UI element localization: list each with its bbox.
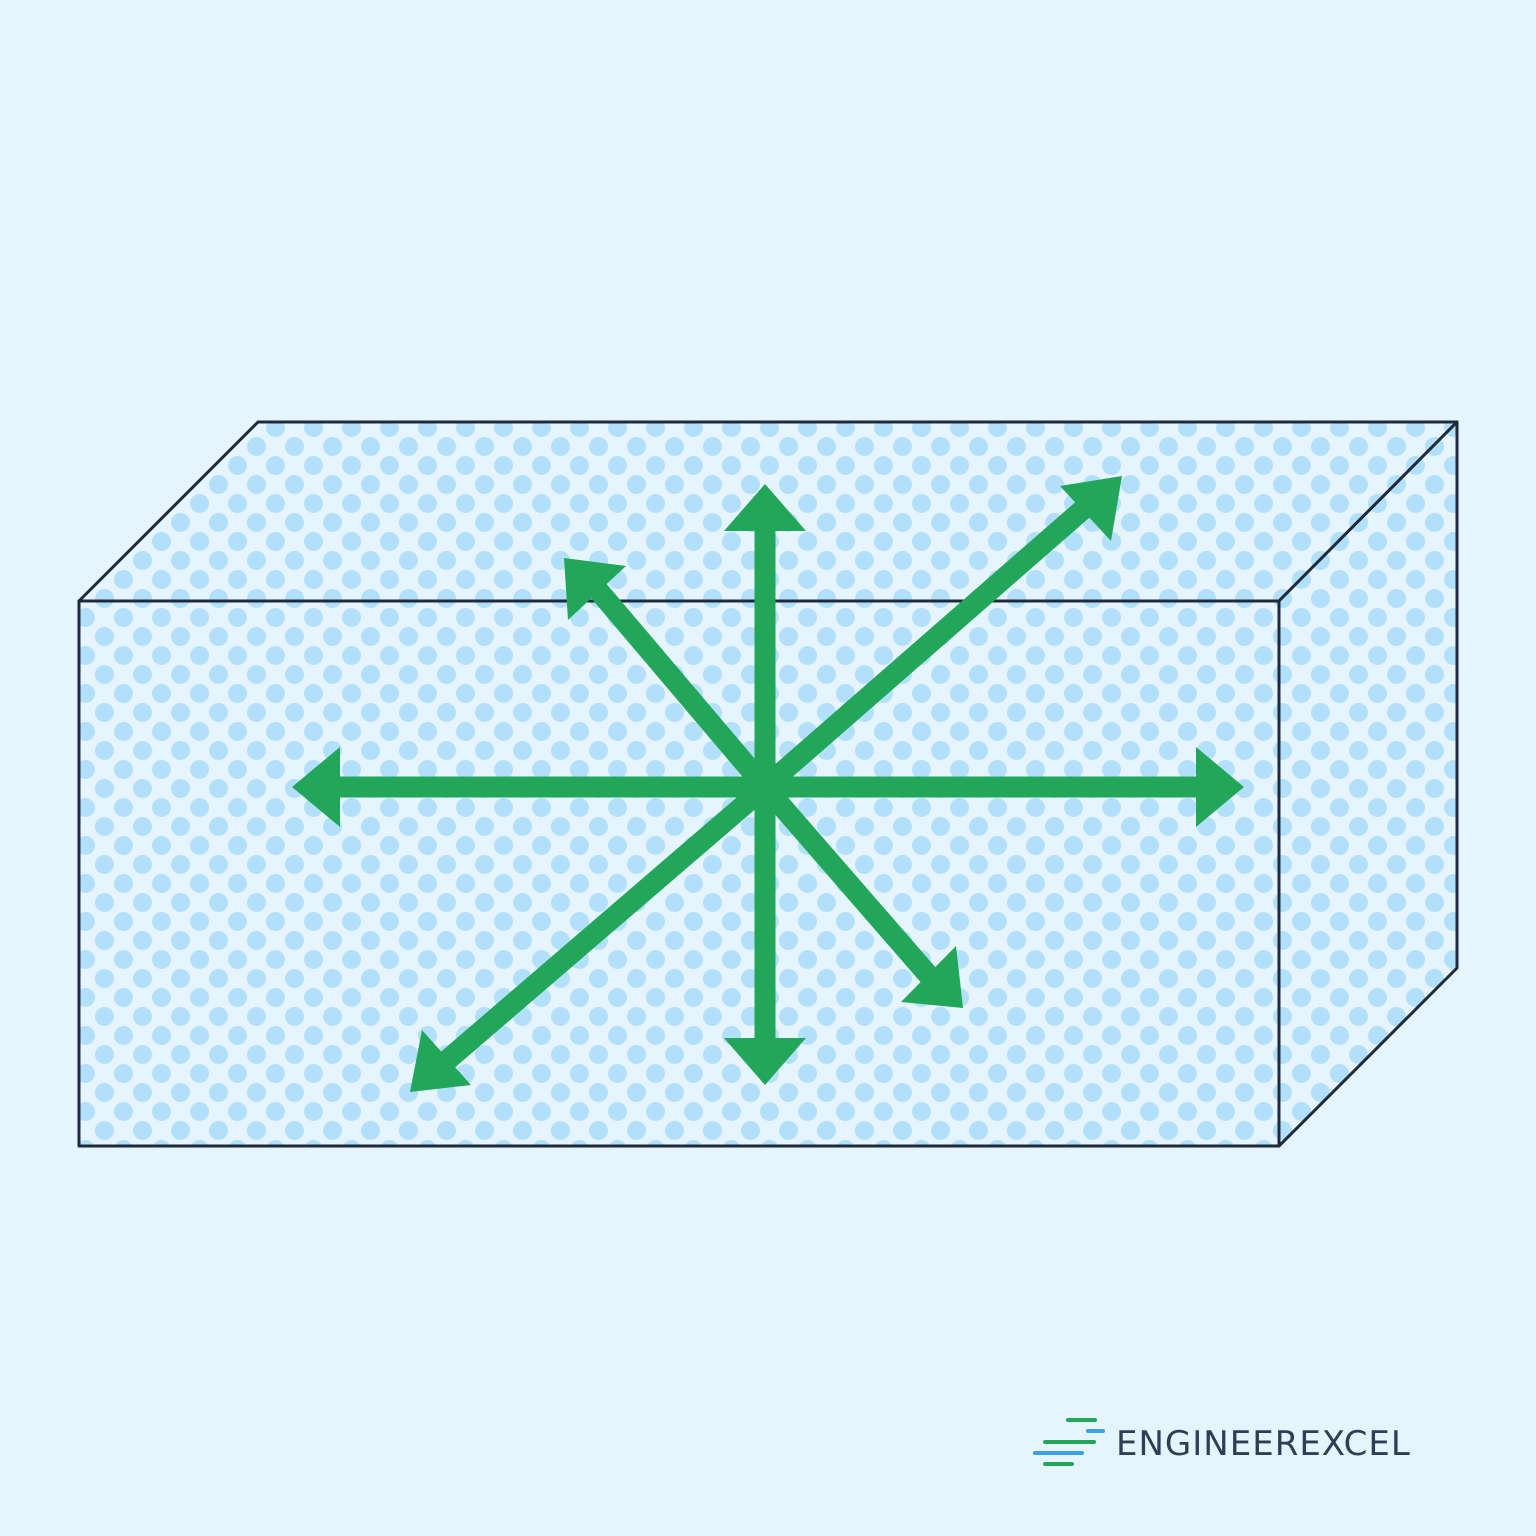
expansion-arrows	[292, 476, 1244, 1092]
logo-wordmark: ENGINEEREXCEL	[1116, 1424, 1411, 1464]
engineerexcel-logo: ENGINEEREXCEL	[1033, 1418, 1411, 1466]
arrowhead-left-icon	[292, 747, 340, 827]
arrowhead-up-icon	[724, 484, 806, 531]
arrow-down-left	[437, 779, 772, 1071]
logo-text-engineer: ENGINEER	[1116, 1424, 1299, 1464]
speed-lines-icon	[1033, 1418, 1105, 1466]
arrow-up-left	[589, 583, 774, 794]
arrowhead-down-icon	[724, 1038, 806, 1085]
arrowhead-up-left-icon	[564, 558, 626, 620]
arrowhead-up-right-icon	[1060, 476, 1122, 541]
arrowhead-right-icon	[1196, 747, 1244, 827]
logo-text-excel: EXCEL	[1299, 1424, 1410, 1464]
arrow-down-right	[757, 780, 938, 984]
arrowhead-down-right-icon	[901, 946, 963, 1008]
arrowhead-down-left-icon	[410, 1030, 471, 1092]
arrow-up-right	[758, 497, 1095, 795]
